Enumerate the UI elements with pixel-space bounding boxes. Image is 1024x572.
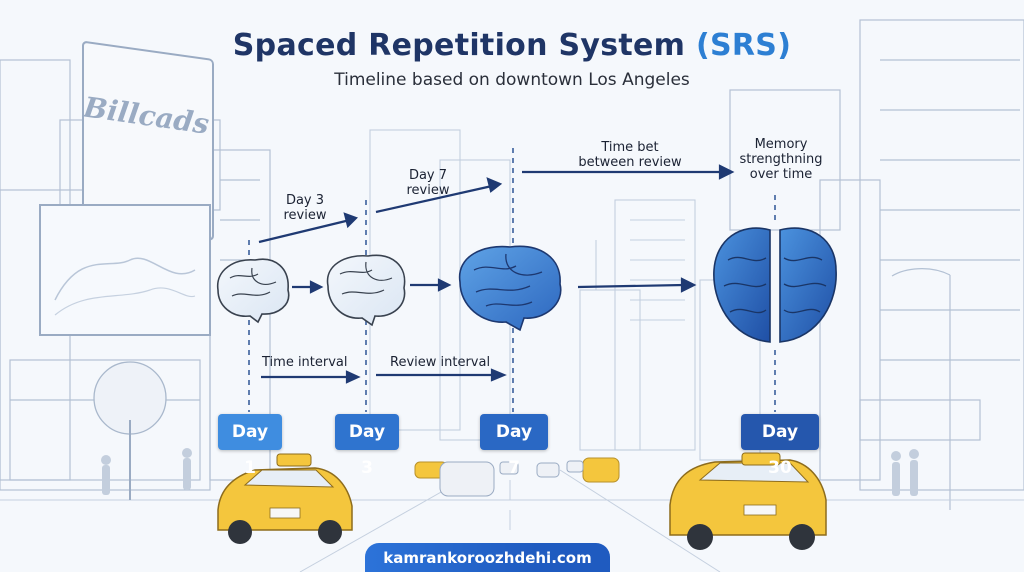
taxi-left [217,453,353,544]
label-time-between: Time bet between review [578,140,682,170]
page-title: Spaced Repetition System (SRS) [0,28,1024,63]
footer-banner [365,543,610,572]
day-30-badge: Day 30 [741,414,819,478]
tree [93,361,167,500]
brain-day3-icon [326,254,406,327]
distant-cars [414,457,620,497]
title-accent: (SRS) [695,28,792,63]
timeline-arrows [258,164,735,384]
label-review-interval: Review interval [390,355,491,370]
label-time-interval: Time interval [262,355,348,370]
brain-day7-icon [458,245,562,332]
billboard-lower [39,204,211,336]
title-main: Spaced Repetition System [232,28,686,63]
day-3-badge: Day 3 [335,414,399,478]
label-day7-review: Day 7 review [406,168,450,198]
center-towers [369,129,761,461]
page-subtitle: Timeline based on downtown Los Angeles [334,70,690,90]
brain-day1-icon [217,258,290,324]
right-buildings [729,19,1024,510]
brain-day30-icon [713,227,837,343]
label-day3-review: Day 3 review [283,193,327,223]
pedestrians [101,448,919,496]
footer-site-link[interactable]: kamrankoroozhdehi.com [383,549,592,567]
day-1-badge: Day 1 [218,414,282,478]
taxi-right [669,452,827,550]
day-7-badge: Day 7 [480,414,548,478]
label-memory-strengthening: Memory strengthning over time [739,137,823,182]
